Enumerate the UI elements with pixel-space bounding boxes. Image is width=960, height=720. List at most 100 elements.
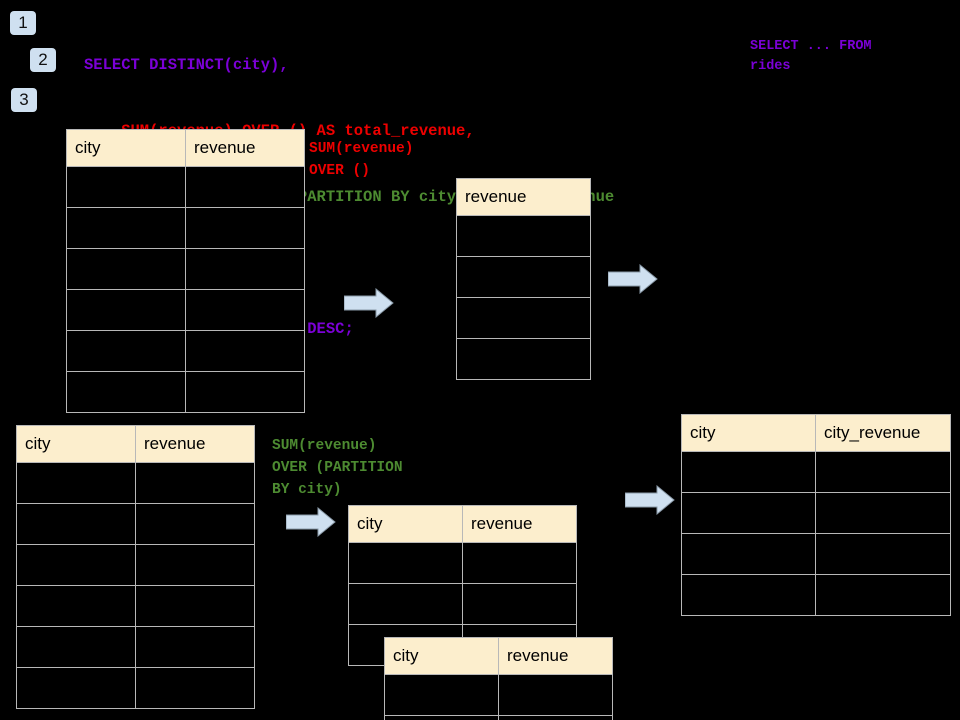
table-row <box>681 533 951 575</box>
table-header-row: revenue <box>456 178 591 216</box>
cell <box>135 462 255 504</box>
cell <box>498 674 613 716</box>
column-header-revenue: revenue <box>462 505 577 543</box>
table-row <box>66 207 305 249</box>
table-row <box>456 297 591 339</box>
cell <box>16 626 136 668</box>
column-header-revenue: revenue <box>135 425 255 463</box>
table-row <box>681 574 951 616</box>
column-header-city: city <box>681 414 816 452</box>
table-row <box>66 289 305 331</box>
cell <box>456 297 591 339</box>
cell <box>135 667 255 709</box>
cell <box>135 503 255 545</box>
cell <box>185 371 305 413</box>
table-rides-source-top: city revenue <box>66 129 305 413</box>
column-header-city-revenue: city_revenue <box>815 414 951 452</box>
cell <box>185 289 305 331</box>
cell <box>384 715 499 720</box>
cell <box>16 503 136 545</box>
table-row <box>66 248 305 290</box>
table-row <box>384 674 613 716</box>
column-header-city: city <box>16 425 136 463</box>
table-row <box>456 338 591 380</box>
cell <box>66 207 186 249</box>
cell <box>384 674 499 716</box>
cell <box>185 330 305 372</box>
cell <box>815 533 951 575</box>
cell <box>135 585 255 627</box>
cell <box>348 542 463 584</box>
table-header-row: city revenue <box>16 425 255 463</box>
table-row <box>16 585 255 627</box>
cell <box>681 533 816 575</box>
cell <box>681 451 816 493</box>
arrow-top-2-icon <box>608 264 658 294</box>
cell <box>456 338 591 380</box>
table-row <box>16 503 255 545</box>
table-row <box>681 451 951 493</box>
table-final-result: city city_revenue <box>681 414 951 616</box>
cell <box>462 583 577 625</box>
cell <box>66 330 186 372</box>
annotation-select-from-rides: SELECT ... FROM rides <box>750 39 872 74</box>
table-row <box>456 215 591 257</box>
cell <box>66 371 186 413</box>
cell <box>66 166 186 208</box>
column-header-city: city <box>384 637 499 675</box>
column-header-revenue: revenue <box>185 129 305 167</box>
annotation-over-empty: SUM(revenue) OVER () <box>309 141 414 179</box>
cell <box>16 585 136 627</box>
sql-line-1: SELECT DISTINCT(city), <box>84 56 289 74</box>
column-header-city: city <box>66 129 186 167</box>
cell <box>456 256 591 298</box>
table-row <box>66 371 305 413</box>
cell <box>815 492 951 534</box>
step-badge-3: 3 <box>11 88 37 112</box>
table-row <box>16 462 255 504</box>
cell <box>185 166 305 208</box>
cell <box>135 626 255 668</box>
cell <box>462 542 577 584</box>
cell <box>66 248 186 290</box>
table-partition-front: city revenue <box>384 637 613 720</box>
annotation-over-partition: SUM(revenue) OVER (PARTITION BY city) <box>272 438 403 498</box>
cell <box>498 715 613 720</box>
table-row <box>456 256 591 298</box>
table-row <box>681 492 951 534</box>
cell <box>16 462 136 504</box>
cell <box>681 574 816 616</box>
table-row <box>66 166 305 208</box>
table-row <box>348 583 577 625</box>
cell <box>135 544 255 586</box>
table-row <box>16 626 255 668</box>
table-header-row: city revenue <box>384 637 613 675</box>
table-rides-source-bottom: city revenue <box>16 425 255 709</box>
column-header-city: city <box>348 505 463 543</box>
cell <box>681 492 816 534</box>
table-header-row: city revenue <box>348 505 577 543</box>
table-header-row: city city_revenue <box>681 414 951 452</box>
table-row <box>16 667 255 709</box>
arrow-top-1-icon <box>344 288 394 318</box>
table-row <box>384 715 613 720</box>
arrow-bottom-1-icon <box>286 507 336 537</box>
table-row <box>16 544 255 586</box>
cell <box>815 451 951 493</box>
column-header-revenue: revenue <box>456 178 591 216</box>
cell <box>185 248 305 290</box>
cell <box>815 574 951 616</box>
cell <box>456 215 591 257</box>
table-row <box>66 330 305 372</box>
table-total-revenue: revenue <box>456 178 591 380</box>
column-header-revenue: revenue <box>498 637 613 675</box>
arrow-bottom-2-icon <box>625 485 675 515</box>
cell <box>185 207 305 249</box>
cell <box>16 544 136 586</box>
cell <box>16 667 136 709</box>
step-badge-2: 2 <box>30 48 56 72</box>
cell <box>348 583 463 625</box>
table-row <box>348 542 577 584</box>
cell <box>66 289 186 331</box>
